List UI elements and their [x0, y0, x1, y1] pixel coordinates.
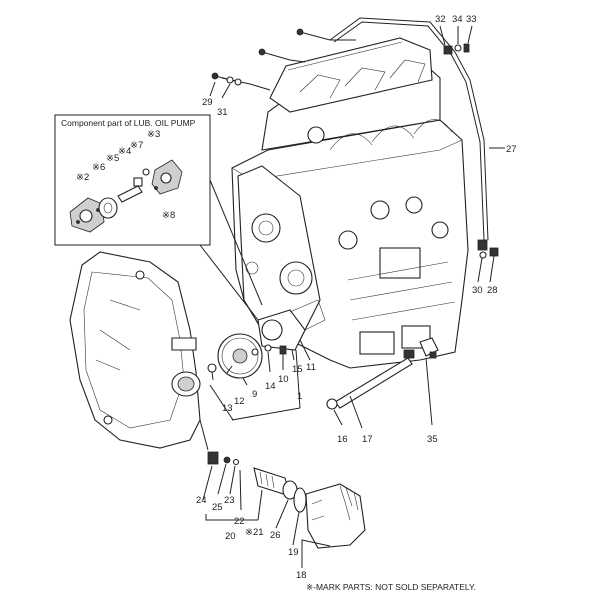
callout-22: 22: [234, 516, 245, 527]
callout-15: 15: [292, 364, 303, 375]
callout-20: 20: [225, 531, 236, 542]
callout-26: 26: [270, 530, 281, 541]
callout-32: 32: [435, 14, 446, 25]
callout-27: 27: [506, 144, 517, 155]
gear-case-cover: [69, 251, 201, 449]
callout-30: 30: [472, 285, 483, 296]
inset-title: Component part of LUB. OIL PUMP: [61, 118, 196, 128]
callout-12: 12: [234, 396, 245, 407]
callout-18: 18: [296, 570, 307, 581]
top-bolts-and-pipes: [211, 17, 499, 259]
callout-34: 34: [452, 14, 463, 25]
callout-23: 23: [224, 495, 235, 506]
callout-33: 33: [466, 14, 477, 25]
callout-19: 19: [288, 547, 299, 558]
callout-29: 29: [202, 97, 213, 108]
engine-block: [231, 37, 469, 369]
inset-text: Component part of LUB. OIL PUMP ※3 ※7 ※4…: [61, 118, 196, 221]
oil-filter-assembly: [199, 419, 366, 549]
inset-label-6: ※6: [92, 162, 105, 173]
callout-17: 17: [362, 434, 373, 445]
callout-1: 1: [297, 391, 302, 402]
inset-label-2: ※2: [76, 172, 89, 183]
inset-lub-oil-pump: [54, 114, 263, 321]
callout-28: 28: [487, 285, 498, 296]
dipstick-and-pressure-switch: [326, 337, 439, 410]
callout-10: 10: [278, 374, 289, 385]
callout-16: 16: [337, 434, 348, 445]
callout-14: 14: [265, 381, 276, 392]
callout-35: 35: [427, 434, 438, 445]
callout-21: ※21: [245, 527, 264, 538]
callout-24: 24: [196, 495, 207, 506]
leader-lines: [202, 25, 505, 568]
inset-label-7: ※7: [130, 140, 143, 151]
idler-gear-and-parts: [207, 333, 287, 379]
callout-9: 9: [252, 389, 257, 400]
callout-25: 25: [212, 502, 223, 513]
inset-label-3: ※3: [147, 129, 160, 140]
callout-31: 31: [217, 107, 228, 118]
inset-label-5: ※5: [106, 153, 119, 164]
callout-numbers: 32 34 33 27 29 31 30 28 10 11 15 14 9 12…: [196, 14, 517, 581]
callout-13: 13: [222, 403, 233, 414]
inset-label-4: ※4: [118, 146, 131, 157]
callout-11: 11: [306, 362, 316, 373]
footnote: ※-MARK PARTS: NOT SOLD SEPARATELY.: [306, 582, 476, 592]
inset-label-8: ※8: [162, 210, 175, 221]
